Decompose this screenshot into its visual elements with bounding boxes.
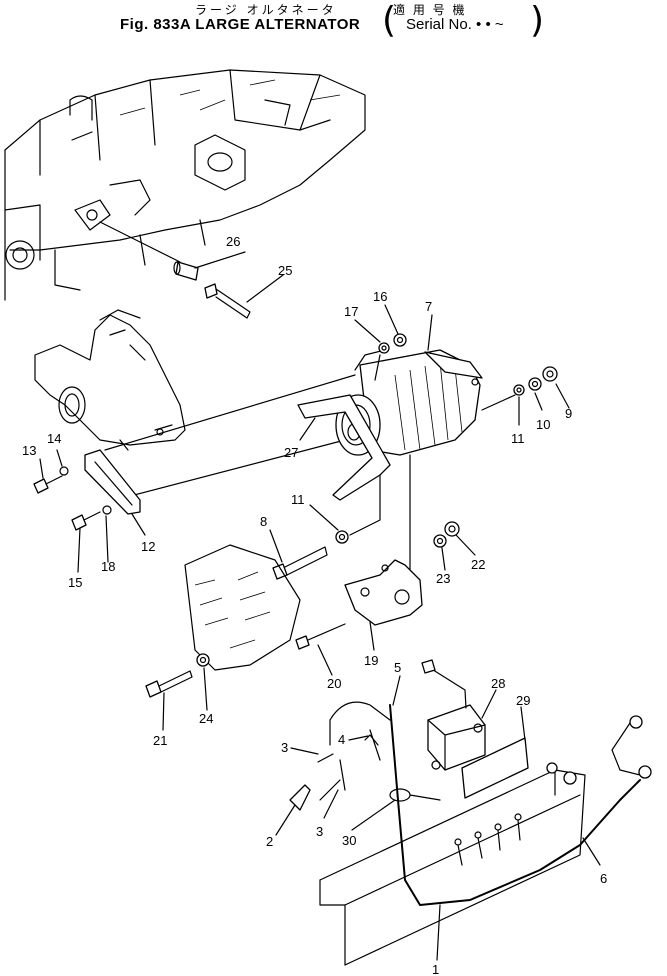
callout-6: 6 — [600, 871, 607, 886]
callout-18: 18 — [101, 559, 115, 574]
nut-22 — [444, 521, 460, 537]
mounting-bracket-19 — [344, 559, 423, 626]
callout-29: 29 — [516, 693, 530, 708]
callout-22: 22 — [471, 557, 485, 572]
callout-labels: 26 25 16 17 7 9 10 11 27 13 14 12 11 8 1… — [22, 234, 607, 976]
washer-10 — [528, 377, 542, 391]
figure-title: Fig. 833A LARGE ALTERNATOR — [120, 16, 361, 33]
callout-21: 21 — [153, 733, 167, 748]
bolt-13 — [33, 475, 63, 494]
serial-range: Serial No. • • ~ — [406, 16, 504, 33]
engine-block-outline — [4, 69, 366, 301]
callout-8: 8 — [260, 514, 267, 529]
callout-16: 16 — [373, 289, 387, 304]
leader-lines — [39, 251, 601, 961]
callout-10: 10 — [536, 417, 550, 432]
clamp-30 — [389, 788, 441, 802]
applicability-label: 適 用 号 機 — [393, 3, 467, 17]
relay-bolt-line — [429, 667, 467, 709]
close-paren-glyph: ) — [530, 0, 545, 41]
belt-guide-line — [104, 374, 356, 451]
bolt-20 — [295, 623, 346, 650]
washer-23 — [433, 534, 447, 548]
washer-relay — [546, 762, 558, 774]
washer-18 — [102, 505, 112, 515]
alignment-lines — [349, 454, 411, 571]
callout-11-lower: 11 — [291, 492, 305, 507]
callout-3-upper: 3 — [281, 740, 288, 755]
belt-guide-line-lower — [114, 439, 346, 501]
callout-9: 9 — [565, 406, 572, 421]
callout-30: 30 — [342, 833, 356, 848]
figure-header: ラージ オルタネータ Fig. 833A LARGE ALTERNATOR ( … — [0, 0, 667, 48]
alternator-7 — [335, 349, 483, 456]
bolt-8 — [272, 546, 328, 580]
relay-28 — [427, 704, 486, 771]
wiring-harness-1 — [389, 704, 641, 906]
callout-25: 25 — [278, 263, 292, 278]
adjusting-bracket-27 — [297, 394, 391, 501]
spacer-pipe-26 — [99, 221, 199, 281]
callout-3-lower: 3 — [316, 824, 323, 839]
washer-17 — [378, 342, 390, 354]
open-paren-glyph: ( — [382, 0, 397, 41]
water-pump-housing — [34, 309, 186, 451]
washer-24 — [196, 653, 210, 667]
callout-27: 27 — [284, 445, 298, 460]
callout-14: 14 — [47, 431, 61, 446]
callout-23: 23 — [436, 571, 450, 586]
callout-13: 13 — [22, 443, 36, 458]
callout-15: 15 — [68, 575, 82, 590]
bracket-29 — [461, 737, 529, 799]
bracket-12 — [84, 449, 141, 515]
terminal-3-lower — [319, 779, 341, 801]
callout-17: 17 — [344, 304, 358, 319]
callout-1: 1 — [432, 962, 439, 976]
callout-12: 12 — [141, 539, 155, 554]
bolt-relay — [421, 659, 436, 674]
bolt-25 — [204, 283, 251, 319]
wiring-harness-5 — [329, 701, 391, 791]
terminal-2 — [289, 784, 311, 811]
callout-5: 5 — [394, 660, 401, 675]
callout-19: 19 — [364, 653, 378, 668]
nut-9 — [542, 366, 558, 382]
terminal-3-upper — [317, 753, 334, 763]
washer-11-upper — [513, 384, 525, 396]
bolt-21 — [145, 670, 193, 698]
bolt-15 — [71, 511, 101, 531]
callout-4: 4 — [338, 732, 345, 747]
callout-26: 26 — [226, 234, 240, 249]
callout-20: 20 — [327, 676, 341, 691]
washer-14 — [59, 466, 69, 476]
callout-11-upper: 11 — [511, 431, 525, 446]
wiring-harness-6 — [611, 715, 652, 779]
frame-channel — [319, 769, 586, 966]
callout-28: 28 — [491, 676, 505, 691]
title-japanese: ラージ オルタネータ — [195, 3, 337, 17]
washer-11-lower — [335, 530, 349, 544]
callout-24: 24 — [199, 711, 213, 726]
nut-relay — [563, 771, 577, 785]
callout-7: 7 — [425, 299, 432, 314]
nut-16 — [393, 333, 407, 347]
callout-2: 2 — [266, 834, 273, 849]
through-bolt-line — [481, 394, 516, 411]
